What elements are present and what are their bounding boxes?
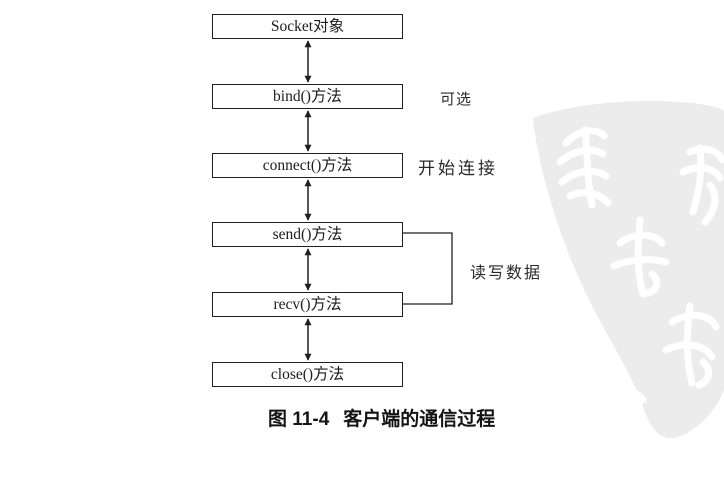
flow-box-label: bind()方法 xyxy=(273,87,342,105)
figure-caption-text: 客户端的通信过程 xyxy=(343,409,496,430)
flow-box-label: close()方法 xyxy=(270,365,345,383)
annotation-start-connect: 开始连接 xyxy=(418,159,498,178)
annotation-optional: 可选 xyxy=(440,92,473,108)
flow-box-bind: bind()方法 xyxy=(212,84,403,109)
send-recv-bracket xyxy=(403,232,453,305)
flow-box-label: send()方法 xyxy=(272,225,343,243)
flow-box-socket: Socket对象 xyxy=(212,14,403,39)
flow-box-close: close()方法 xyxy=(212,362,403,387)
flow-box-label: Socket对象 xyxy=(270,17,345,35)
flow-box-recv: recv()方法 xyxy=(212,292,403,317)
watermark-calligraphy xyxy=(556,126,724,442)
annotation-read-write: 读写数据 xyxy=(470,265,543,282)
flow-box-label: connect()方法 xyxy=(262,156,353,174)
watermark-blob xyxy=(533,100,724,439)
figure-caption-number: 图 11-4 xyxy=(268,409,330,430)
flow-box-label: recv()方法 xyxy=(273,295,342,313)
flow-box-connect: connect()方法 xyxy=(212,153,403,178)
flow-box-send: send()方法 xyxy=(212,222,403,247)
figure-caption: 图 11-4 客户端的通信过程 xyxy=(268,404,495,431)
